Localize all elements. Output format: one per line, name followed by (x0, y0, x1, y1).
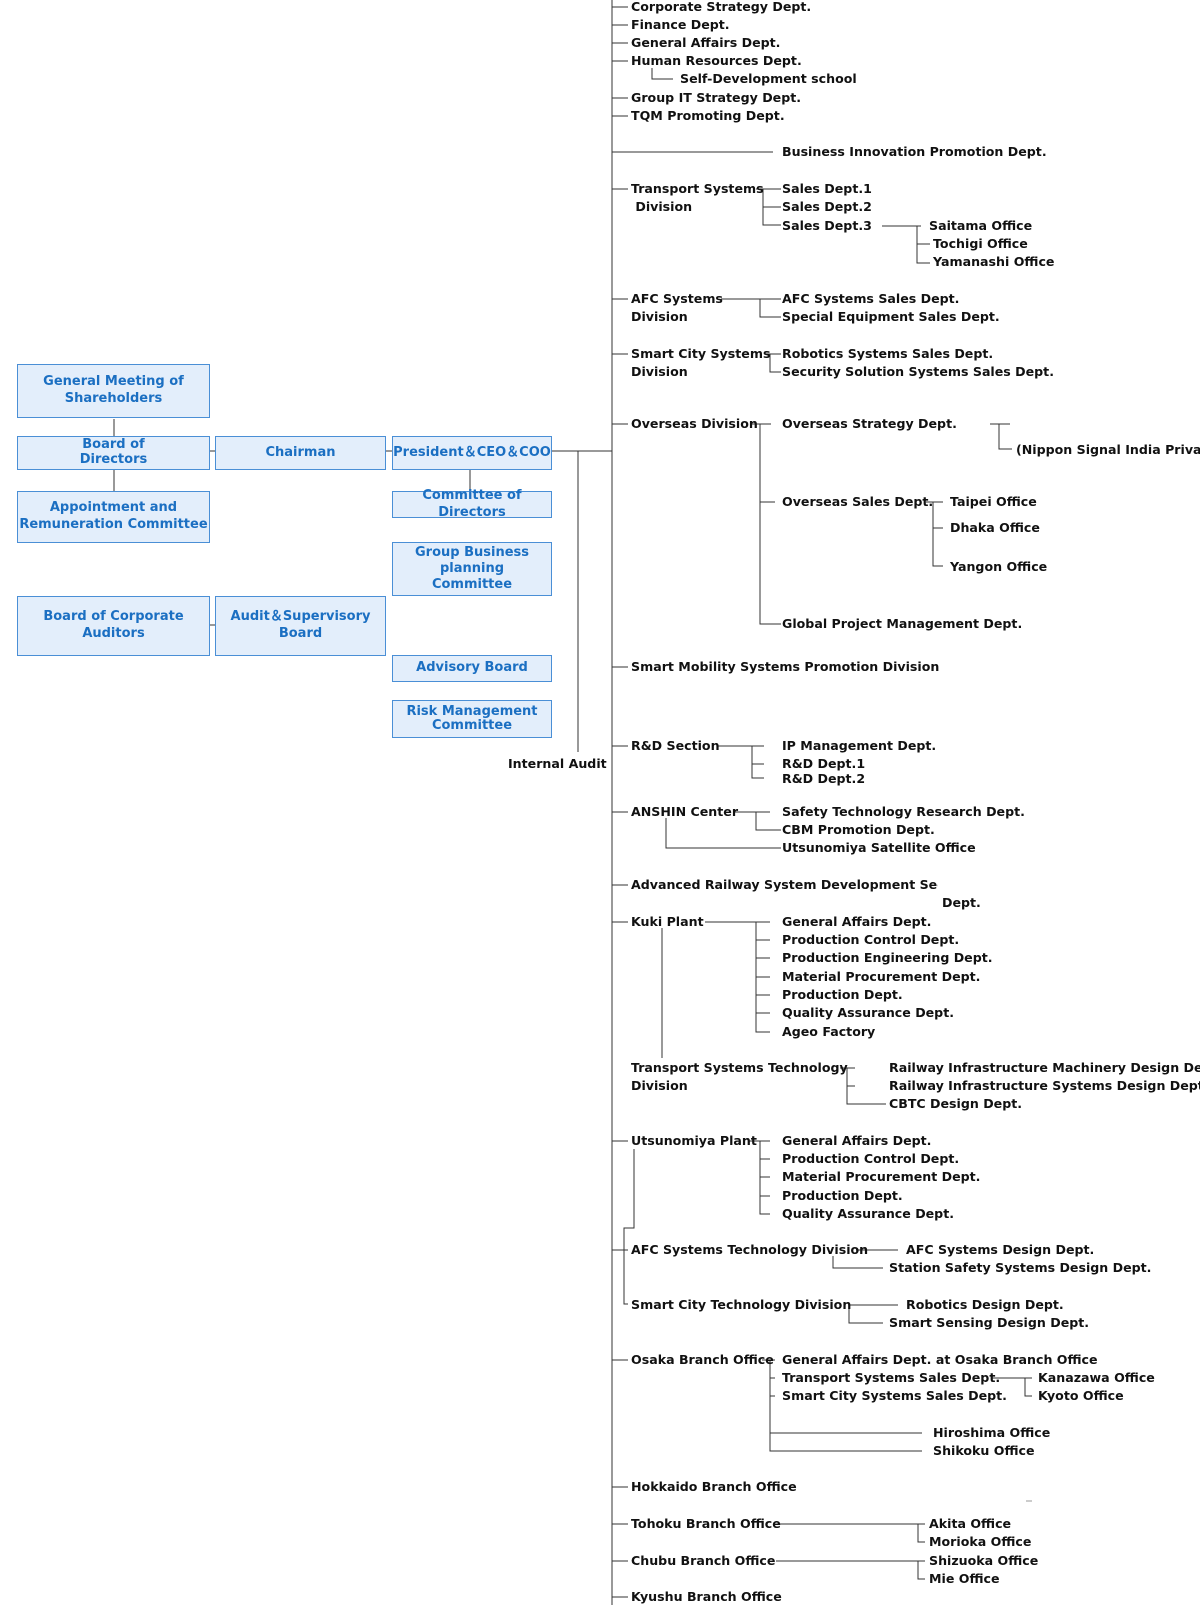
sales-dept-2: Sales Dept.2 (782, 199, 872, 214)
tochigi-office: Tochigi Office (933, 236, 1028, 251)
robotics-systems-sales-dept: Robotics Systems Sales Dept. (782, 346, 994, 361)
ut-material-procurement-dept: Material Procurement Dept. (782, 1169, 981, 1184)
internal-audit-label: Internal Audit (508, 756, 607, 771)
kuki-quality-assurance-dept: Quality Assurance Dept. (782, 1005, 955, 1020)
kuki-plant: Kuki Plant (631, 914, 704, 929)
nippon-signal-india: (Nippon Signal India Priva (1016, 442, 1200, 457)
utsunomiya-satellite-office: Utsunomiya Satellite Office (782, 840, 976, 855)
smart-sensing-design-dept: Smart Sensing Design Dept. (889, 1315, 1090, 1330)
kuki-production-engineering-dept: Production Engineering Dept. (782, 950, 993, 965)
ut-production-dept: Production Dept. (782, 1188, 903, 1203)
audit-supervisory-board-box: Audit＆Supervisory Board (215, 596, 386, 656)
afc-systems-technology-division: AFC Systems Technology Division (631, 1242, 869, 1257)
afc-systems-division: AFC Systems Division (631, 291, 723, 324)
president-box: President＆CEO＆COO (392, 436, 552, 470)
finance-dept: Finance Dept. (631, 17, 730, 32)
ut-quality-assurance-dept: Quality Assurance Dept. (782, 1206, 955, 1221)
yangon-office: Yangon Office (950, 559, 1048, 574)
railway-systems-design-dept: Railway Infrastructure Systems Design De… (889, 1078, 1200, 1093)
appointment-committee-box: Appointment and Remuneration Committee (17, 491, 210, 543)
business-innovation-dept: Business Innovation Promotion Dept. (782, 144, 1047, 159)
smart-city-technology-division: Smart City Technology Division (631, 1297, 852, 1312)
morioka-office: Morioka Office (929, 1534, 1032, 1549)
global-project-management-dept: Global Project Management Dept. (782, 616, 1023, 631)
sales-dept-1: Sales Dept.1 (782, 181, 872, 196)
transport-systems-technology-division: Transport Systems Technology Division (631, 1060, 848, 1093)
hiroshima-office: Hiroshima Office (933, 1425, 1051, 1440)
ageo-factory: Ageo Factory (782, 1024, 876, 1039)
kuki-material-procurement-dept: Material Procurement Dept. (782, 969, 981, 984)
ip-management-dept: IP Management Dept. (782, 738, 937, 753)
general-meeting-box: General Meeting of Shareholders (17, 364, 210, 418)
tohoku-branch-office: Tohoku Branch Office (631, 1516, 781, 1531)
robotics-design-dept: Robotics Design Dept. (906, 1297, 1064, 1312)
sales-dept-3: Sales Dept.3 (782, 218, 872, 233)
overseas-sales-dept: Overseas Sales Dept. (782, 494, 934, 509)
kyushu-branch-office: Kyushu Branch Office (631, 1589, 782, 1604)
hokkaido-branch-office: Hokkaido Branch Office (631, 1479, 797, 1494)
committee-of-directors-box: Committee of Directors (392, 488, 552, 520)
transport-systems-division: Transport Systems Division (631, 181, 764, 214)
dept-fragment: Dept. (942, 895, 981, 910)
chairman-box: Chairman (215, 436, 386, 470)
afc-systems-sales-dept: AFC Systems Sales Dept. (782, 291, 960, 306)
station-safety-design-dept: Station Safety Systems Design Dept. (889, 1260, 1152, 1275)
kuki-production-dept: Production Dept. (782, 987, 903, 1002)
overseas-division: Overseas Division (631, 416, 758, 431)
ut-general-affairs-dept: General Affairs Dept. (782, 1133, 932, 1148)
kanazawa-office: Kanazawa Office (1038, 1370, 1155, 1385)
yamanashi-office: Yamanashi Office (933, 254, 1055, 269)
special-equipment-sales-dept: Special Equipment Sales Dept. (782, 309, 1000, 324)
safety-technology-research-dept: Safety Technology Research Dept. (782, 804, 1025, 819)
akita-office: Akita Office (929, 1516, 1012, 1531)
advisory-board-box: Advisory Board (392, 655, 552, 682)
osaka-general-affairs-dept: General Affairs Dept. at Osaka Branch Of… (782, 1352, 1098, 1367)
group-business-planning-box: Group Business planning Committee (392, 542, 552, 596)
utsunomiya-plant: Utsunomiya Plant (631, 1133, 757, 1148)
self-development-school: Self-Development school (680, 71, 857, 86)
tqm-promoting-dept: TQM Promoting Dept. (631, 108, 785, 123)
taipei-office: Taipei Office (950, 494, 1037, 509)
group-it-strategy-dept: Group IT Strategy Dept. (631, 90, 802, 105)
afc-systems-design-dept: AFC Systems Design Dept. (906, 1242, 1095, 1257)
smart-mobility-division: Smart Mobility Systems Promotion Divisio… (631, 659, 940, 674)
cbtc-design-dept: CBTC Design Dept. (889, 1096, 1023, 1111)
railway-machinery-design-dept: Railway Infrastructure Machinery Design … (889, 1060, 1200, 1075)
osaka-smart-city-sales-dept: Smart City Systems Sales Dept. (782, 1388, 1007, 1403)
human-resources-dept: Human Resources Dept. (631, 53, 802, 68)
osaka-transport-sales-dept: Transport Systems Sales Dept. (782, 1370, 1001, 1385)
ut-production-control-dept: Production Control Dept. (782, 1151, 960, 1166)
advanced-railway-section: Advanced Railway System Development Sect… (631, 877, 938, 892)
rd-dept-1: R&D Dept.1 (782, 756, 866, 771)
risk-management-box: Risk Management Committee (392, 700, 552, 738)
osaka-branch-office: Osaka Branch Office (631, 1352, 774, 1367)
rd-dept-2: R&D Dept.2 (782, 771, 866, 786)
board-of-corporate-auditors-box: Board of Corporate Auditors (17, 596, 210, 656)
kuki-general-affairs-dept: General Affairs Dept. (782, 914, 932, 929)
shizuoka-office: Shizuoka Office (929, 1553, 1039, 1568)
cbm-promotion-dept: CBM Promotion Dept. (782, 822, 935, 837)
shikoku-office: Shikoku Office (933, 1443, 1035, 1458)
overseas-strategy-dept: Overseas Strategy Dept. (782, 416, 957, 431)
board-of-directors-box: Board of Directors (17, 436, 210, 470)
dhaka-office: Dhaka Office (950, 520, 1040, 535)
kyoto-office: Kyoto Office (1038, 1388, 1124, 1403)
corporate-strategy-dept: Corporate Strategy Dept. (631, 0, 812, 14)
security-solution-sales-dept: Security Solution Systems Sales Dept. (782, 364, 1054, 379)
rd-section: R&D Section (631, 738, 720, 753)
general-affairs-dept: General Affairs Dept. (631, 35, 781, 50)
saitama-office: Saitama Office (929, 218, 1033, 233)
anshin-center: ANSHIN Center (631, 804, 739, 819)
smart-city-systems-division: Smart City Systems Division (631, 346, 771, 379)
chubu-branch-office: Chubu Branch Office (631, 1553, 776, 1568)
kuki-production-control-dept: Production Control Dept. (782, 932, 960, 947)
mie-office: Mie Office (929, 1571, 1000, 1586)
